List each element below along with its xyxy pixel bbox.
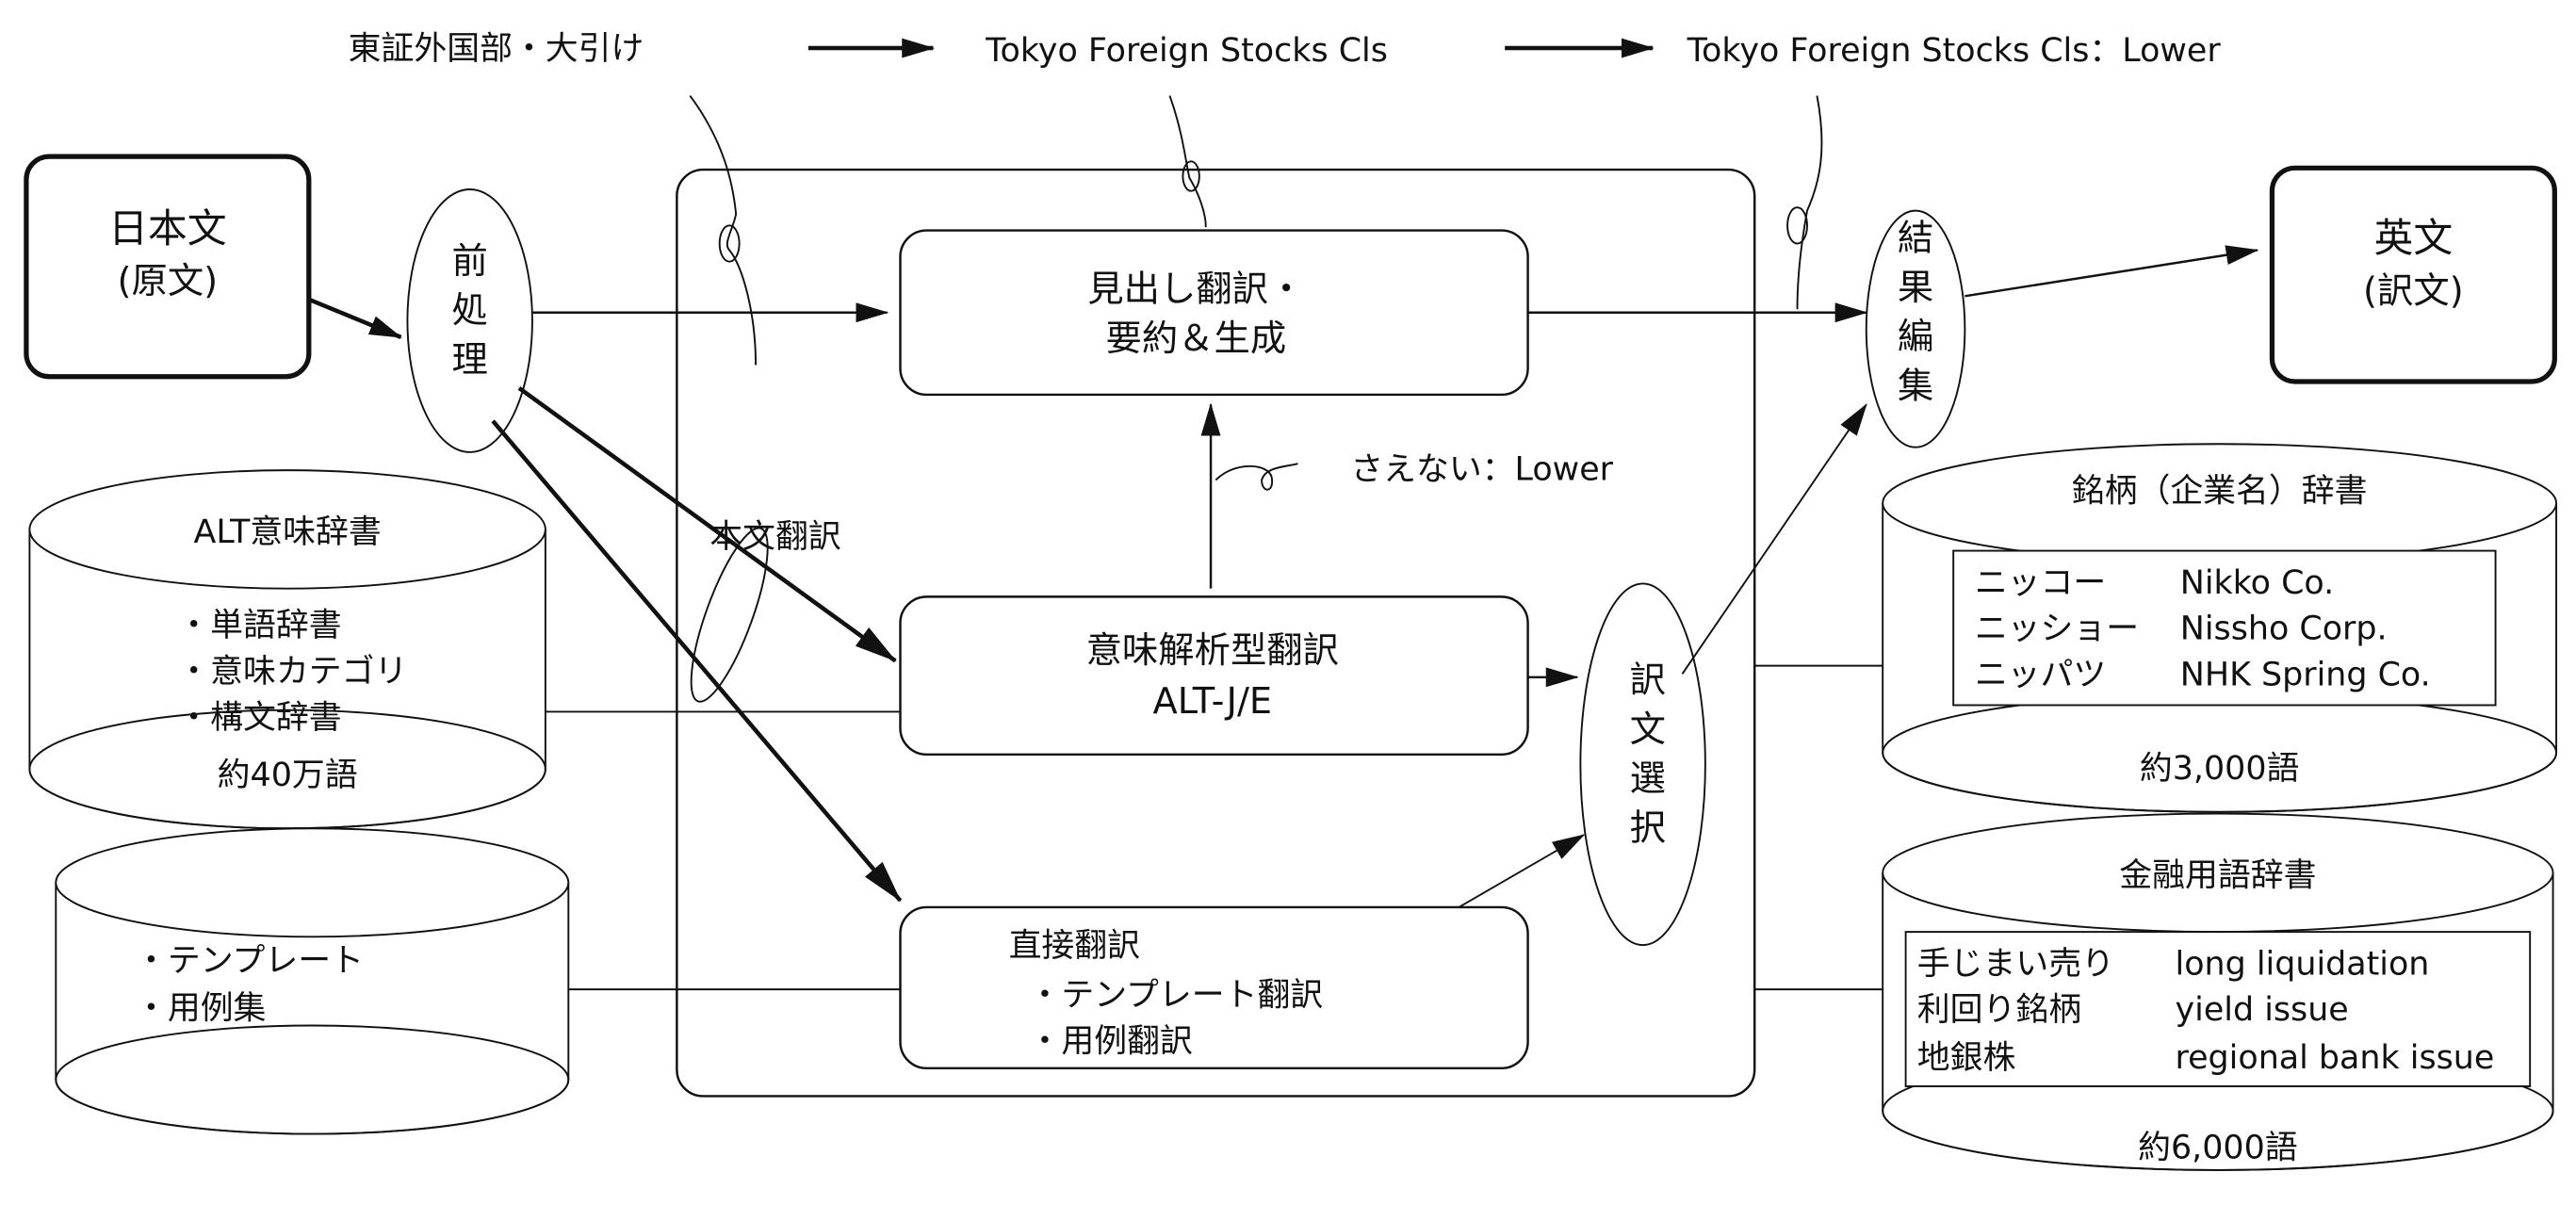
body-translation-label: 本文翻訳	[709, 518, 840, 556]
callout-loop-1	[718, 224, 741, 263]
direct-box-item: ・テンプレート翻訳	[1029, 977, 1324, 1015]
alt-dictionary-item: ・単語辞書	[177, 607, 341, 644]
callout-loop-3	[1786, 206, 1808, 245]
company-dictionary-table	[1952, 549, 2497, 707]
finance-entry-ja: 地銀株	[1917, 1039, 2016, 1077]
callout-loop-2	[1182, 160, 1200, 192]
alt-dictionary-item: ・意味カテゴリ	[177, 653, 407, 691]
output-box-line-1: 英文	[2374, 215, 2454, 261]
direct-translation-box: 直接翻訳 ・テンプレート翻訳 ・用例翻訳	[899, 905, 1529, 1070]
template-example-db: ・テンプレート ・用例集	[55, 827, 570, 1135]
template-db-item: ・用例集	[135, 990, 266, 1028]
preprocess-char: 理	[452, 339, 488, 382]
company-entry-en: Nikko Co.	[2180, 564, 2334, 602]
finance-entry-en: long liquidation	[2176, 945, 2430, 983]
alt-dictionary-title: ALT意味辞書	[194, 513, 382, 551]
input-box-line-2: (原文)	[118, 260, 219, 302]
headline-translation-box: 見出し翻訳・ 要約＆生成	[899, 229, 1529, 397]
callout-line-3	[1796, 95, 1823, 310]
result-edit-char: 果	[1898, 267, 1933, 309]
company-entry-ja: ニッコー	[1975, 564, 2106, 602]
preprocess-node: 前 処 理	[406, 188, 533, 453]
direct-box-item: ・用例翻訳	[1029, 1022, 1193, 1060]
company-name-dictionary-db: 銘柄（企業名）辞書 ニッコー Nikko Co. ニッショー Nissho Co…	[1882, 443, 2558, 813]
finance-entry-en: yield issue	[2176, 991, 2349, 1029]
saenai-callout-line	[1215, 463, 1298, 491]
company-dictionary-size: 約3,000語	[2140, 750, 2300, 788]
arrow-preprocess-to-direct	[491, 419, 903, 903]
result-edit-char: 編	[1898, 316, 1933, 358]
alt-dictionary-size: 約40万語	[218, 757, 358, 794]
company-entry-ja: ニッパツ	[1975, 657, 2106, 694]
finance-dictionary-title: 金融用語辞書	[2119, 856, 2316, 894]
callout-line-1	[689, 95, 758, 366]
headline-box-line-2: 要約＆生成	[1105, 318, 1286, 360]
arrow-result-edit-to-output	[1965, 245, 2259, 298]
saenai-note: さえない：Lower	[1350, 451, 1613, 489]
alt-semantic-dictionary-db: ALT意味辞書 ・単語辞書 ・意味カテゴリ ・構文辞書 約40万語	[28, 469, 546, 830]
translation-engine-container	[676, 168, 1756, 1098]
result-edit-char: 集	[1898, 365, 1933, 407]
finance-term-dictionary-db: 金融用語辞書 手じまい売り long liquidation 利回り銘柄 yie…	[1882, 812, 2554, 1171]
finance-entry-ja: 手じまい売り	[1917, 945, 2114, 983]
company-dictionary-title: 銘柄（企業名）辞書	[2072, 472, 2368, 510]
semantic-box-line-1: 意味解析型翻訳	[1086, 629, 1339, 672]
headline-box-line-1: 見出し翻訳・	[1087, 269, 1304, 311]
header-flow: 東証外国部・大引け Tokyo Foreign Stocks Cls Tokyo…	[349, 30, 2222, 70]
company-entry-en: NHK Spring Co.	[2180, 657, 2431, 694]
output-english-text-box: 英文 (訳文)	[2269, 165, 2557, 384]
preprocess-char: 前	[452, 240, 488, 283]
arrow-direct-to-select	[1458, 834, 1586, 908]
header-step-1: 東証外国部・大引け	[349, 30, 644, 68]
semantic-translation-box: 意味解析型翻訳 ALT-J/E	[899, 595, 1529, 757]
finance-dictionary-table	[1904, 931, 2532, 1087]
template-db-item: ・テンプレート	[135, 942, 364, 980]
finance-entry-en: regional bank issue	[2176, 1039, 2495, 1077]
input-box-line-1: 日本文	[108, 205, 226, 252]
semantic-box-line-2: ALT-J/E	[1152, 680, 1272, 723]
select-char: 択	[1630, 806, 1666, 849]
result-edit-node: 結 果 編 集	[1865, 209, 1966, 448]
body-translation-bundle-ellipse	[690, 527, 769, 703]
select-char: 訳	[1630, 659, 1666, 702]
output-box-line-2: (訳文)	[2363, 269, 2464, 312]
arrow-select-to-result-edit	[1681, 402, 1867, 675]
translation-select-node: 訳 文 選 択	[1579, 582, 1706, 947]
company-entry-en: Nissho Corp.	[2180, 611, 2388, 648]
company-entry-ja: ニッショー	[1975, 611, 2139, 648]
alt-dictionary-item: ・構文辞書	[177, 699, 341, 737]
select-char: 文	[1630, 708, 1666, 751]
direct-box-title: 直接翻訳	[1009, 927, 1140, 965]
callout-line-2	[1168, 95, 1207, 228]
finance-dictionary-size: 約6,000語	[2138, 1130, 2298, 1167]
finance-entry-ja: 利回り銘柄	[1917, 991, 2081, 1029]
header-step-2: Tokyo Foreign Stocks Cls	[985, 32, 1388, 70]
preprocess-char: 処	[452, 289, 488, 332]
select-char: 選	[1630, 757, 1666, 800]
arrow-input-to-preprocess	[307, 297, 403, 340]
input-japanese-text-box: 日本文 (原文)	[24, 154, 312, 380]
arrow-preprocess-to-semantic	[517, 386, 897, 663]
result-edit-char: 結	[1898, 217, 1933, 259]
header-step-3: Tokyo Foreign Stocks Cls：Lower	[1687, 32, 2222, 70]
